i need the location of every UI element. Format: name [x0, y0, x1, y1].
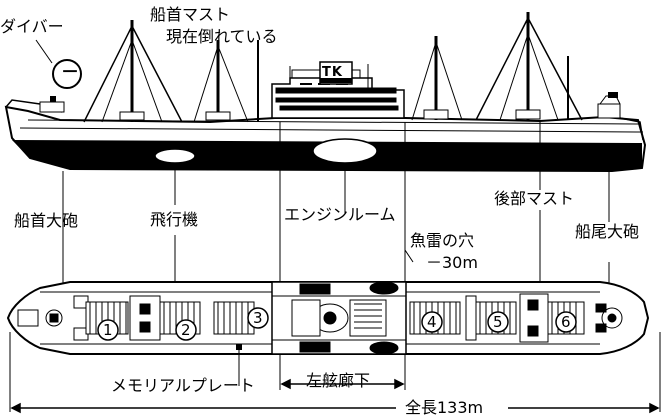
aft-masts [411, 12, 583, 121]
side-view [4, 12, 647, 173]
torpedo-hole-label: 魚雷の穴 [410, 231, 475, 250]
hold-number: 5 [493, 313, 503, 331]
hold-number: 3 [253, 309, 263, 327]
funnel-mark: TK [322, 65, 343, 80]
memorial-plate-label: メモリアルプレート [111, 376, 255, 395]
bow-mast [83, 20, 259, 123]
stern-mast-label: 後部マスト [494, 189, 575, 208]
hold-number: 4 [427, 313, 437, 331]
engine-room-label: エンジンルーム [284, 205, 396, 224]
diver-marker [52, 59, 82, 89]
total-length-label: 全長133m [405, 398, 484, 417]
midship-plan [271, 281, 407, 355]
hold-number: 1 [103, 321, 113, 339]
stern-gun-label: 船尾大砲 [575, 222, 640, 241]
bow-mast-state-label: 現在倒れている [166, 27, 278, 46]
bow-mast-label: 船首マスト [150, 5, 231, 24]
hold-number: 2 [181, 321, 191, 339]
plan-view [6, 281, 650, 386]
hold-number: 6 [561, 313, 571, 331]
aircraft-label: 飛行機 [150, 210, 199, 229]
aircraft-hole [154, 148, 196, 164]
dimension-lines [10, 378, 660, 414]
bow-gun-label: 船首大砲 [14, 211, 79, 230]
engine-room-hole [312, 138, 378, 164]
torpedo-depth-label: －30m [426, 253, 478, 272]
port-corridor-label: 左舷廊下 [306, 371, 371, 390]
superstructure [271, 64, 405, 119]
diver-label: ダイバー [0, 17, 64, 36]
diver-badge-text: － [61, 62, 79, 83]
